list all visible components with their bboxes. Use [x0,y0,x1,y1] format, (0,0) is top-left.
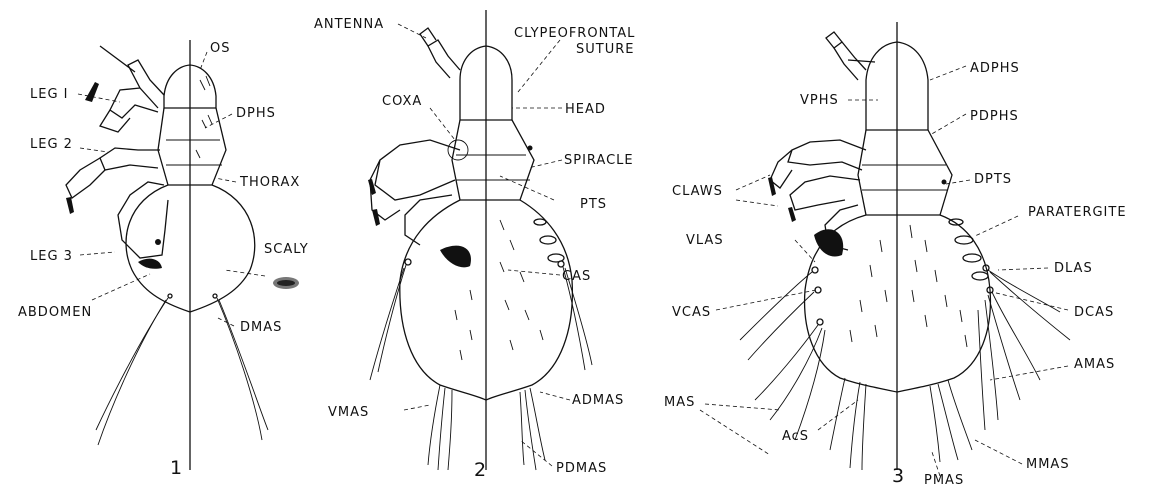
label-leg-1: LEG I [30,87,69,102]
label-acs: AcS [782,429,809,444]
label-pdphs: PDPHS [970,109,1019,124]
label-scaly: SCALY [264,242,309,257]
figure-2: ANTENNA CLYPEOFRONTAL SUTURE COXA HEAD S… [314,10,635,481]
label-leg-3: LEG 3 [30,249,73,264]
fig3-thorax [858,130,952,215]
figure-number-2: 2 [474,459,486,481]
label-pts: PTS [580,197,607,212]
fig3-right-setae [978,265,1070,430]
label-paratergite: PARATERGITE [1028,205,1127,220]
label-vcas: VCAS [672,305,711,320]
label-dmas: DMAS [240,320,282,335]
label-admas: ADMAS [572,393,624,408]
fig2-thorax [452,120,534,200]
label-vphs: VPHS [800,93,839,108]
label-amas: AMAS [1074,357,1115,372]
figure-3: ADPHS VPHS PDPHS CLAWS DPTS PARATERGITE … [664,22,1127,486]
fig1-dmas-setae [96,294,268,445]
fig1-leg-3 [118,182,168,269]
figure-number-3: 3 [892,465,904,486]
label-coxa: COXA [382,94,422,109]
label-vmas: VMAS [328,405,369,420]
label-pdmas: PDMAS [556,461,607,476]
label-adphs: ADPHS [970,61,1020,76]
fig1-leg-1 [85,46,164,132]
fig2-antenna [420,28,460,78]
fig1-leg-2 [66,148,160,214]
label-thorax: THORAX [239,175,300,190]
fig3-posterior-setae [850,380,972,470]
label-dpts: DPTS [974,172,1012,187]
label-cas: CAS [562,269,591,284]
label-dphs: DPHS [236,106,276,121]
label-leg-2: LEG 2 [30,137,73,152]
fig2-cas-setae [370,259,592,380]
label-antenna: ANTENNA [314,17,384,32]
label-mmas: MMAS [1026,457,1070,472]
label-head: HEAD [565,102,606,117]
label-claws: CLAWS [672,184,723,199]
label-pmas: PMAS [924,473,964,486]
label-abdomen: ABDOMEN [18,305,92,320]
fig1-thorax [158,108,226,185]
label-dcas: DCAS [1074,305,1114,320]
label-mas: MAS [664,395,695,410]
label-os: OS [210,41,230,56]
figure-1: OS LEG I LEG 2 DPHS THORAX LEG 3 SCALY A… [18,40,309,479]
fig3-paratergites [949,219,988,280]
label-spiracle: SPIRACLE [564,153,634,168]
scaly-patch [273,277,299,289]
label-clypeofrontal: CLYPEOFRONTAL [514,26,635,41]
label-suture: SUTURE [576,42,634,57]
label-vlas: VLAS [686,233,724,248]
label-dlas: DLAS [1054,261,1093,276]
figure-number-1: 1 [170,457,182,479]
